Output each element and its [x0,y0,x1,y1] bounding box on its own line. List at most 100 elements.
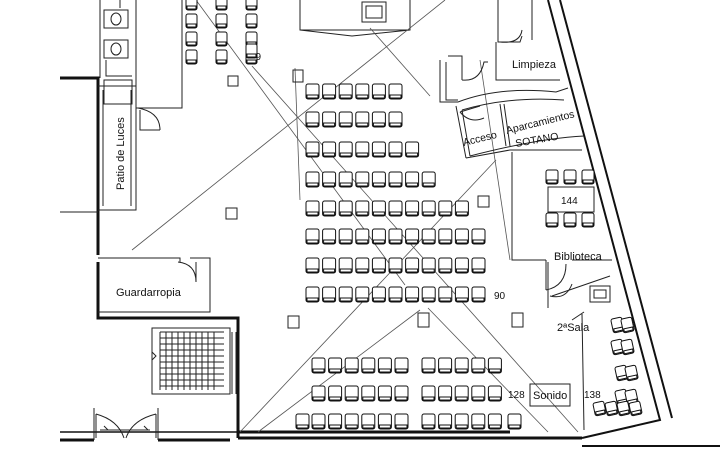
seat [377,413,392,430]
seat [305,228,320,245]
seat [388,141,403,158]
seat [338,111,353,128]
patio-de-luces: Patio de Luces [98,85,137,211]
seat [454,257,469,274]
seat [185,0,198,11]
seat [454,200,469,217]
seat [338,141,353,158]
seat [305,286,320,303]
outer-walls [60,0,720,447]
seat [185,31,198,47]
seat [371,83,386,100]
limpieza-label: Limpieza [512,59,557,71]
seat [454,286,469,303]
seat [311,357,326,374]
seat [388,200,403,217]
seat [438,228,453,245]
seat [215,0,228,11]
seat [405,286,420,303]
seat [581,169,595,185]
seat [487,413,502,430]
seat [361,385,376,402]
seat [338,257,353,274]
seat [454,413,469,430]
seat [311,385,326,402]
seat [371,200,386,217]
sound-booth: Sonido 128 [508,383,571,407]
seat [388,228,403,245]
seat [322,257,337,274]
seat [438,385,453,402]
seat [322,286,337,303]
seat [344,357,359,374]
seat-number-90: 90 [494,291,506,302]
seat [454,357,469,374]
seat [305,111,320,128]
seat [454,228,469,245]
seat [361,413,376,430]
seat [338,83,353,100]
seat [581,212,595,228]
seat [471,413,486,430]
seat [507,413,522,430]
seat [616,400,631,417]
seat [355,200,370,217]
seat [371,228,386,245]
seat [405,200,420,217]
seat [215,31,228,47]
seat [338,286,353,303]
seat [624,364,639,382]
seating [185,0,643,430]
seat [405,257,420,274]
seat [438,286,453,303]
seat [405,228,420,245]
seat [604,400,619,417]
seat [592,400,607,417]
seat [305,171,320,188]
seat [620,338,635,356]
seat [610,316,625,334]
pillars [225,69,524,329]
seat [328,385,343,402]
biblioteca-label: Biblioteca [554,251,603,263]
seat [471,286,486,303]
seat [471,357,486,374]
seat [355,257,370,274]
seat [215,49,228,65]
guardarropia-label: Guardarropia [116,287,182,299]
seat [328,357,343,374]
seat [487,357,502,374]
seat [355,171,370,188]
seat [344,413,359,430]
seat [471,228,486,245]
seat [371,286,386,303]
seat [377,357,392,374]
seat [355,83,370,100]
seat [421,228,436,245]
seat [421,413,436,430]
seat [371,171,386,188]
seat [388,83,403,100]
seat [185,49,198,65]
seat [355,111,370,128]
seat [322,200,337,217]
seat [394,385,409,402]
seat [421,200,436,217]
seat [394,357,409,374]
seat [371,141,386,158]
seat [338,171,353,188]
seat [487,385,502,402]
seat [185,13,198,29]
seat [421,286,436,303]
seat [405,171,420,188]
seat [322,111,337,128]
seat [355,286,370,303]
seat [388,257,403,274]
seat [305,257,320,274]
seat [628,400,643,417]
sala2-label: 2ªSala [557,322,590,334]
seat [421,171,436,188]
seat [338,200,353,217]
seat [388,286,403,303]
